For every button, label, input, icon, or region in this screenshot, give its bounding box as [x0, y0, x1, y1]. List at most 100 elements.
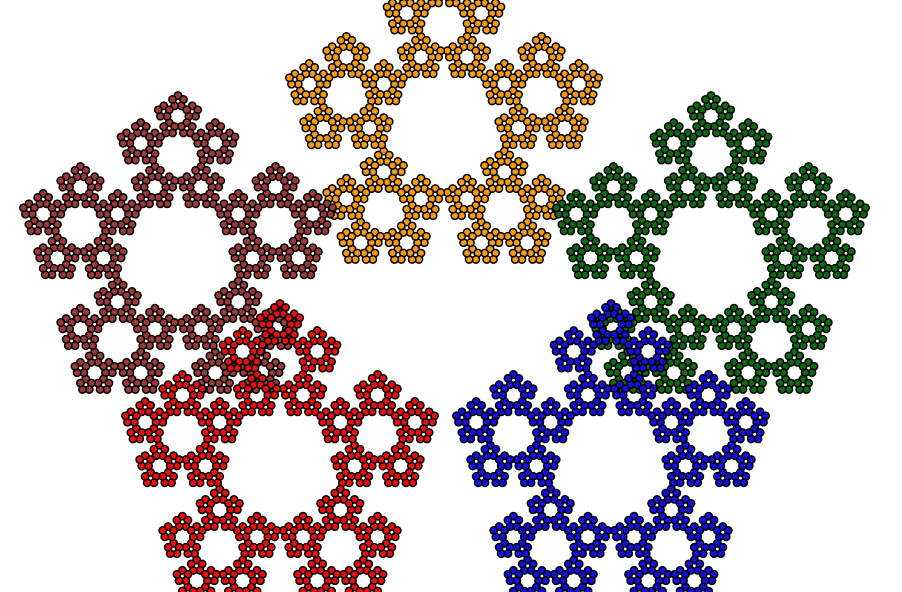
dot [766, 263, 776, 273]
dot [396, 221, 406, 231]
dot [655, 290, 664, 300]
dot [402, 204, 412, 214]
dot [201, 515, 210, 525]
dot [302, 247, 312, 257]
dot [519, 586, 529, 592]
dot [686, 105, 696, 115]
dot [522, 62, 532, 72]
dot [411, 35, 420, 45]
dot [615, 401, 625, 410]
dot [666, 471, 676, 481]
dot [784, 351, 794, 361]
dot [214, 290, 224, 300]
dot [404, 455, 414, 465]
dot [390, 444, 400, 454]
dot [752, 361, 762, 371]
dot [214, 203, 224, 213]
dot [201, 569, 210, 579]
dot [396, 188, 406, 197]
dot [689, 542, 699, 552]
dot [466, 400, 476, 410]
dot [61, 192, 71, 202]
dot [242, 236, 252, 246]
dot [457, 177, 467, 187]
dot [589, 176, 599, 186]
dot [61, 334, 71, 344]
dot [238, 401, 248, 410]
dot [186, 471, 196, 481]
dot [358, 455, 368, 465]
dot [219, 307, 229, 317]
dot [358, 542, 368, 552]
dot [388, 73, 397, 83]
dot [247, 515, 256, 525]
dot [47, 236, 57, 246]
dot [367, 569, 377, 579]
dot [350, 133, 360, 143]
dot [172, 515, 182, 525]
dot [191, 132, 201, 142]
dot [298, 586, 308, 592]
dot [232, 559, 242, 569]
dot [661, 400, 671, 410]
dot [93, 203, 103, 213]
dot [344, 498, 354, 508]
dot [195, 444, 205, 454]
dot [489, 526, 499, 535]
dot [145, 132, 154, 142]
dot [251, 176, 261, 186]
dot [494, 400, 504, 410]
dot [626, 290, 636, 300]
dot [24, 220, 34, 229]
dot [549, 340, 559, 350]
dot [381, 526, 391, 535]
dot [580, 236, 590, 246]
dot [624, 340, 634, 350]
dot [159, 318, 169, 327]
dot [130, 351, 140, 361]
dot [344, 411, 354, 421]
dot [485, 177, 495, 187]
dot [850, 203, 860, 213]
dot [638, 330, 648, 340]
dot [313, 106, 323, 116]
dot [359, 106, 369, 116]
dot [517, 526, 527, 535]
dot [261, 330, 271, 340]
dot [545, 188, 555, 197]
dot [638, 526, 648, 535]
dot [554, 106, 564, 116]
dot [526, 444, 536, 454]
dot [686, 586, 696, 592]
dot [172, 373, 182, 383]
dot [396, 46, 406, 56]
dot [182, 193, 192, 202]
dot [234, 586, 244, 592]
dot [485, 2, 495, 12]
dot [812, 176, 822, 186]
dot [353, 526, 363, 535]
dot [775, 290, 785, 300]
dot [256, 192, 266, 202]
dot [224, 357, 233, 367]
dot [517, 471, 527, 481]
dot [365, 231, 374, 241]
dot [99, 220, 108, 229]
dot [293, 569, 303, 579]
dot [563, 330, 573, 340]
dot [789, 334, 799, 344]
dot [19, 203, 28, 213]
dot [252, 586, 262, 592]
dot [669, 334, 679, 344]
dot [238, 542, 248, 552]
dot [640, 247, 650, 257]
dot [344, 444, 354, 454]
dot [307, 384, 317, 394]
dot [761, 280, 771, 290]
dot [624, 515, 634, 525]
dot [247, 569, 256, 579]
dot [206, 586, 216, 592]
dot [663, 318, 673, 327]
dot [209, 400, 219, 410]
dot [735, 400, 745, 410]
